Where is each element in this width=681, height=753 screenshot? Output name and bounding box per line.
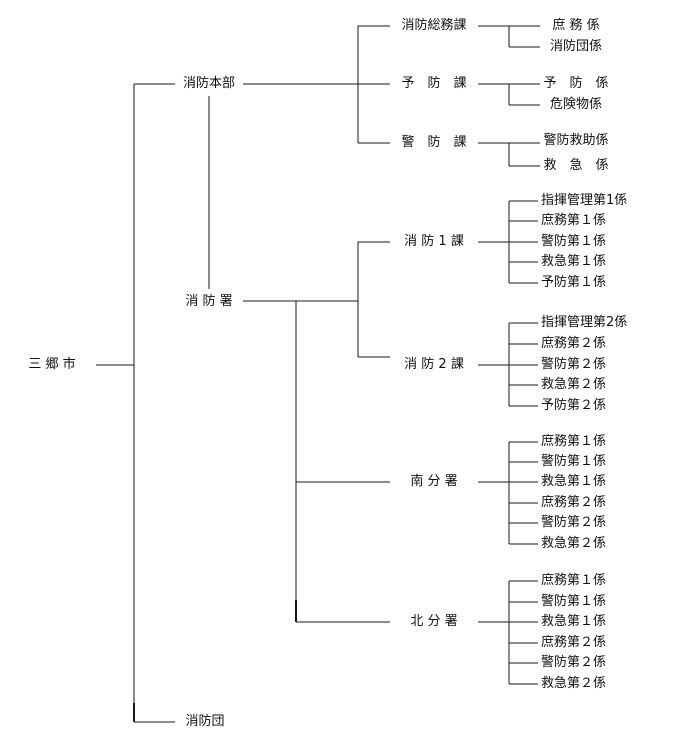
branch-label: 北 分 署 <box>410 614 458 629</box>
unit-label: 救 急 係 <box>543 158 609 173</box>
unit-label: 救急第２係 <box>541 377 607 392</box>
shobosho-label: 消 防 署 <box>185 294 233 309</box>
division-label: 消防総務課 <box>401 18 467 33</box>
unit-label: 庶 務 係 <box>552 18 600 33</box>
honbu-unit-connectors <box>478 25 540 167</box>
unit-label: 予 防 係 <box>543 76 609 91</box>
unit-label: 庶務第１係 <box>541 434 607 449</box>
root-label: 三 郷 市 <box>28 357 76 372</box>
unit-label: 予防第１係 <box>541 275 607 290</box>
shobodan-label: 消防団 <box>185 714 225 729</box>
unit-label: 警防第２係 <box>541 515 607 530</box>
root-connector <box>96 83 210 723</box>
unit-label: 指揮管理第1係 <box>541 193 628 208</box>
unit-label: 警防救助係 <box>543 133 609 148</box>
unit-label: 庶務第２係 <box>541 635 607 650</box>
unit-label: 危険物係 <box>549 97 603 112</box>
branch-label: 南 分 署 <box>410 474 458 489</box>
honbu-connector <box>243 25 390 144</box>
unit-label: 救急第１係 <box>541 614 607 629</box>
kita-unit-connectors <box>478 580 538 685</box>
division-label: 消 防 2 課 <box>404 357 464 372</box>
unit-label: 救急第２係 <box>541 536 607 551</box>
shobosho-connector <box>243 241 390 623</box>
unit-label: 救急第１係 <box>541 254 607 269</box>
honbu-label: 消防本部 <box>182 76 236 91</box>
ka1-unit-connectors <box>478 200 538 284</box>
division-label: 警 防 課 <box>401 135 467 150</box>
minami-unit-connectors <box>478 441 538 545</box>
unit-label: 警防第１係 <box>541 234 607 249</box>
unit-label: 救急第２係 <box>541 676 607 691</box>
division-label: 予 防 課 <box>401 76 467 91</box>
unit-label: 警防第１係 <box>541 454 607 469</box>
unit-label: 庶務第２係 <box>541 336 607 351</box>
unit-label: 警防第２係 <box>541 655 607 670</box>
unit-label: 庶務第２係 <box>541 495 607 510</box>
unit-label: 予防第２係 <box>541 398 607 413</box>
unit-label: 警防第２係 <box>541 357 607 372</box>
division-label: 消 防 1 課 <box>404 234 464 249</box>
unit-label: 庶務第１係 <box>541 573 607 588</box>
unit-label: 消防団係 <box>549 39 603 54</box>
unit-label: 警防第１係 <box>541 594 607 609</box>
unit-label: 救急第１係 <box>541 474 607 489</box>
unit-label: 指揮管理第2係 <box>541 315 628 330</box>
unit-label: 庶務第１係 <box>541 213 607 228</box>
ka2-unit-connectors <box>478 322 538 407</box>
